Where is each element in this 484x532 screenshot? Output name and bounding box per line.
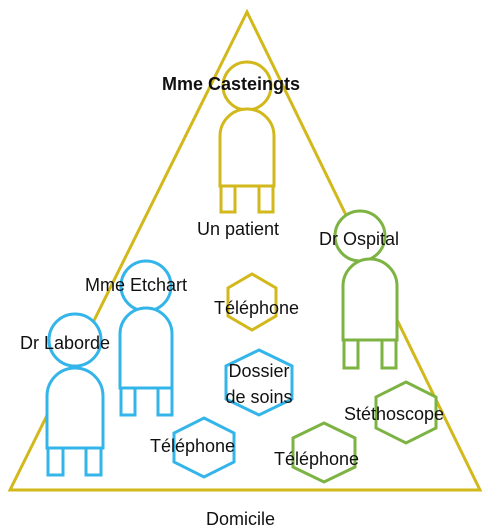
dr-laborde-label: Dr Laborde <box>20 333 111 353</box>
telephone-green-label: Téléphone <box>274 449 360 469</box>
patient-figure <box>218 60 276 214</box>
patient-name-label: Mme Casteingts <box>162 74 301 94</box>
dr-laborde-figure <box>45 312 105 477</box>
patient-role-label: Un patient <box>197 219 280 239</box>
mme-etchart-figure <box>118 259 174 417</box>
telephone-yellow-hexagon <box>226 272 278 332</box>
dossier-hexagon <box>224 348 294 417</box>
telephone-green-hexagon <box>291 421 357 484</box>
stethoscope-label: Stéthoscope <box>344 404 445 424</box>
dr-ospital-figure <box>333 209 399 370</box>
telephone-blue-hexagon <box>172 416 236 479</box>
dr-ospital-label: Dr Ospital <box>319 229 400 249</box>
stethoscope-hexagon <box>374 380 438 445</box>
domicile-label: Domicile <box>206 509 276 529</box>
telephone-blue-label: Téléphone <box>150 436 236 456</box>
dossier-label-line2: de soins <box>225 387 293 407</box>
mme-etchart-label: Mme Etchart <box>85 275 188 295</box>
dossier-label-line1: Dossier <box>228 361 290 381</box>
telephone-yellow-label: Téléphone <box>214 298 300 318</box>
